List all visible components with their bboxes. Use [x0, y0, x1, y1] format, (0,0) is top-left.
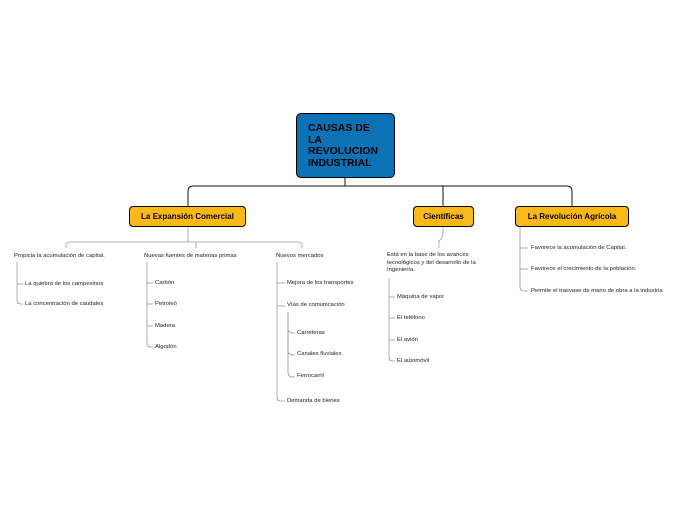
branch-cientificas[interactable]: Científicas — [413, 206, 474, 227]
branch-label: La Expansión Comercial — [141, 212, 234, 221]
branch-expansion-comercial[interactable]: La Expansión Comercial — [129, 206, 246, 227]
sub-list-item[interactable]: Ferrocarril — [297, 373, 324, 379]
group-label[interactable]: Nuevas fuentes de materias primas — [144, 253, 237, 259]
list-item[interactable]: La concentración de caudales — [25, 301, 104, 307]
list-item[interactable]: Demanda de bienes — [287, 398, 340, 404]
list-item[interactable]: El automóvil — [397, 358, 430, 364]
group-label[interactable]: Propicia la acumulación de capital. — [14, 253, 105, 259]
list-item[interactable]: Algodón — [155, 344, 177, 350]
branch-label: Científicas — [423, 212, 464, 221]
list-item[interactable]: Mejora de los transportes — [287, 280, 354, 286]
list-item[interactable]: Petroleó — [155, 301, 177, 307]
list-item[interactable]: La quiebra de los campesinos — [25, 281, 104, 287]
sub-list-item[interactable]: Canales fluviales — [297, 351, 342, 357]
list-item[interactable]: Máquina de vapor — [397, 294, 445, 300]
list-item[interactable]: Permite el trasvase de mano de obra a la… — [531, 288, 663, 294]
list-item[interactable]: Favorece el crecimiento de la población. — [531, 266, 637, 272]
list-item[interactable]: Carbón — [155, 280, 175, 286]
list-item[interactable]: Madera — [155, 323, 175, 329]
sub-list-item[interactable]: Carreteras — [297, 330, 325, 336]
list-item[interactable]: Favorece la acumulación de Capital. — [531, 245, 627, 251]
branch-revolucion-agricola[interactable]: La Revolución Agrícola — [515, 206, 629, 227]
root-node[interactable]: CAUSAS DE LA REVOLUCION INDUSTRIAL — [296, 113, 395, 178]
list-item[interactable]: El avión — [397, 337, 418, 343]
group-label[interactable]: Nuevos mercados — [276, 253, 324, 259]
group-label[interactable]: Está en la base de los avances tecnológi… — [387, 252, 476, 274]
list-item[interactable]: Vías de comunicación — [287, 302, 345, 308]
root-title: CAUSAS DE LA REVOLUCION INDUSTRIAL — [308, 122, 379, 169]
list-item[interactable]: El teléfono — [397, 315, 425, 321]
branch-label: La Revolución Agrícola — [527, 212, 617, 221]
